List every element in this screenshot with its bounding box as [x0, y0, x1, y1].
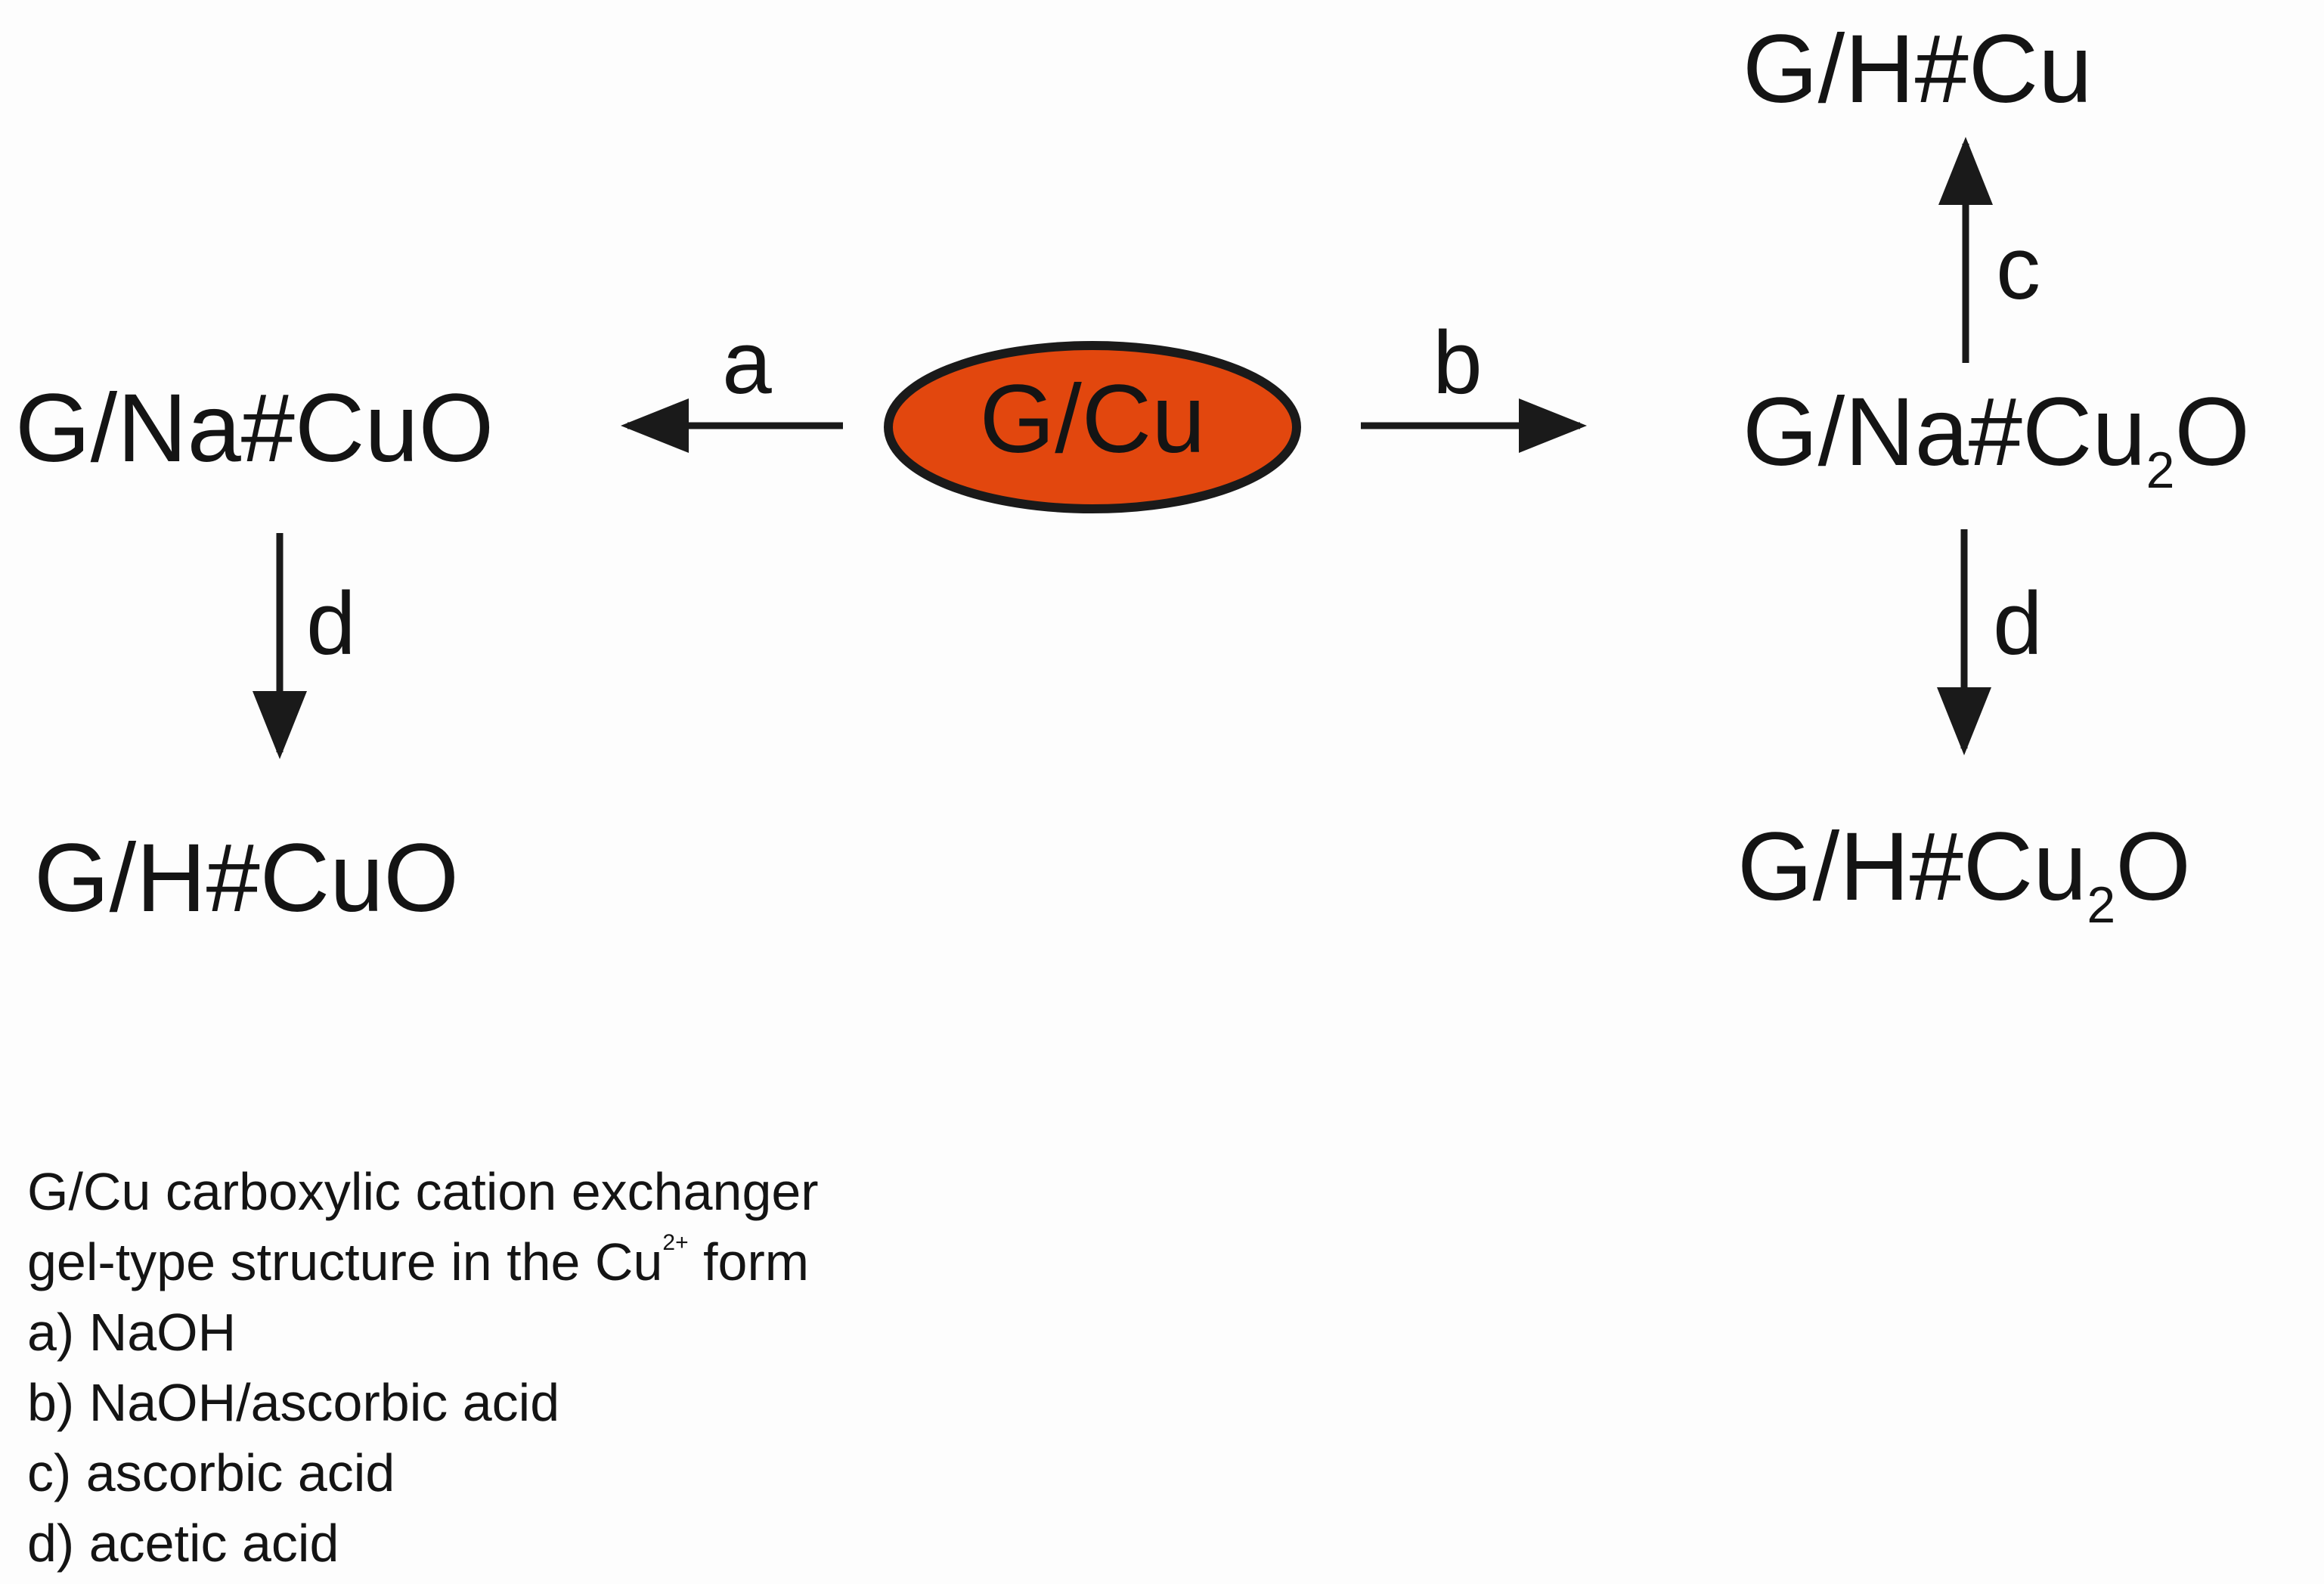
legend-item-c: c) ascorbic acid: [27, 1443, 395, 1502]
center-node-ellipse: [884, 341, 1301, 513]
arrow-d-left-label: d: [306, 574, 356, 674]
right-node-suffix: O: [2174, 378, 2250, 486]
right-node-subscript: 2: [2146, 442, 2175, 499]
center-node-label: G/Cu: [980, 365, 1206, 473]
legend-line-2-superscript: 2+: [662, 1230, 689, 1255]
right-top-node-label: G/H#Cu: [1743, 15, 2092, 123]
arrow-b-label: b: [1433, 313, 1483, 413]
legend-title-line-2: gel-type structure in the Cu2+ form: [27, 1227, 819, 1297]
left-bottom-node-label: G/H#CuO: [34, 824, 459, 932]
arrow-a-label: a: [722, 313, 772, 413]
right-node-prefix: G/Na#Cu: [1743, 378, 2146, 486]
arrow-d-right-label: d: [1993, 574, 2043, 674]
arrow-c-label: c: [1996, 219, 2040, 318]
left-node-label: G/Na#CuO: [15, 374, 494, 482]
right-bottom-node-suffix: O: [2115, 813, 2191, 921]
right-node-label: G/Na#Cu2O: [1743, 378, 2250, 499]
legend-item-b: b) NaOH/ascorbic acid: [27, 1373, 560, 1432]
right-bottom-node-prefix: G/H#Cu: [1737, 813, 2087, 921]
legend-item-a: a) NaOH: [27, 1303, 237, 1362]
legend-title-line-1: G/Cu carboxylic cation exchanger: [27, 1162, 819, 1221]
right-bottom-node-subscript: 2: [2087, 876, 2115, 934]
legend-line-2-prefix: gel-type structure in the Cu: [27, 1232, 663, 1291]
right-bottom-node-label: G/H#Cu2O: [1737, 813, 2191, 934]
legend-line-2-suffix: form: [688, 1232, 810, 1291]
legend: G/Cu carboxylic cation exchanger gel-typ…: [27, 1157, 819, 1579]
legend-item-d: d) acetic acid: [27, 1514, 339, 1573]
